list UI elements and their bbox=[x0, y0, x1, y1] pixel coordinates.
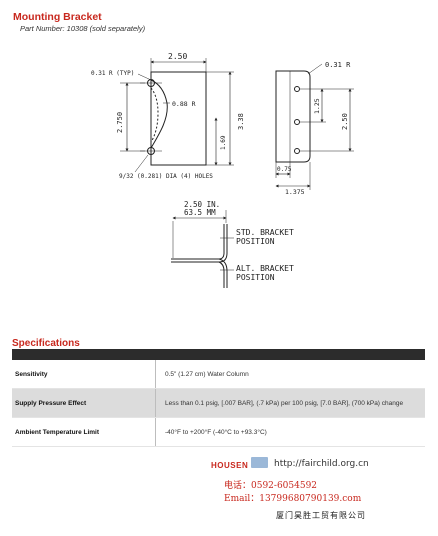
spec-row-ambient-temperature: Ambient Temperature Limit -40°F to +200°… bbox=[12, 418, 425, 447]
footer-phone: 电话：0592-6054592 bbox=[224, 481, 318, 491]
alt-position-line2: POSITION bbox=[236, 273, 275, 282]
right-hole-1 bbox=[294, 86, 300, 92]
alt-bracket-profile bbox=[218, 258, 228, 288]
label-holes: 9/32 (0.281) DIA (4) HOLES bbox=[119, 173, 213, 180]
dim-depth: 1.375 bbox=[285, 188, 305, 196]
spec-value: 0.5" (1.27 cm) Water Column bbox=[165, 370, 249, 378]
dim-right-height: 3.38 bbox=[237, 113, 245, 130]
bracket-drawing: 2.50 0.31 R (TYP) 0.88 R 2.750 3.38 1.69… bbox=[91, 52, 354, 288]
std-bracket-profile bbox=[171, 224, 228, 263]
std-position-line1: STD. BRACKET bbox=[236, 228, 294, 237]
dim-left-height: 2.750 bbox=[116, 112, 124, 133]
label-right-corner-radius: 0.31 R bbox=[325, 61, 351, 69]
dim-hole-spacing: 2.50 bbox=[341, 113, 349, 130]
alt-position-line1: ALT. BRACKET bbox=[236, 264, 294, 273]
specifications-table: Sensitivity 0.5" (1.27 cm) Water Column … bbox=[12, 360, 425, 447]
dim-flange: 0.75 bbox=[277, 166, 292, 173]
dim-left-top-width: 2.50 bbox=[168, 52, 187, 61]
page-title: Mounting Bracket bbox=[13, 11, 102, 23]
footer-url-link[interactable]: http://fairchild.org.cn bbox=[274, 459, 369, 469]
spec-row-supply-pressure: Supply Pressure Effect Less than 0.1 psi… bbox=[12, 389, 425, 418]
right-hole-3 bbox=[294, 148, 300, 154]
label-left-corner-radius: 0.31 R (TYP) bbox=[91, 70, 134, 77]
std-position-line2: POSITION bbox=[236, 237, 275, 246]
spec-value: -40°F to +200°F (-40°C to +93.3°C) bbox=[165, 428, 267, 436]
right-hole-2 bbox=[294, 119, 300, 125]
spec-label: Supply Pressure Effect bbox=[12, 389, 156, 417]
slot-cutout bbox=[150, 79, 168, 149]
left-view bbox=[120, 58, 234, 173]
footer-company: 厦门昊胜工贸有限公司 bbox=[276, 511, 366, 520]
slot-inner bbox=[150, 87, 159, 143]
right-view bbox=[275, 63, 354, 190]
dim-inner-height: 1.69 bbox=[220, 135, 227, 150]
label-slot-radius: 0.88 R bbox=[172, 100, 196, 108]
right-bracket-outline bbox=[275, 70, 311, 163]
dim-inches: 2.50 IN. bbox=[184, 200, 220, 209]
spec-label: Sensitivity bbox=[12, 360, 156, 388]
spec-value: Less than 0.1 psig, [.007 BAR], (.7 kPa)… bbox=[165, 399, 404, 407]
dim-hole-spacing-top: 1.25 bbox=[313, 98, 321, 114]
part-number: Part Number: 10308 (sold separately) bbox=[20, 24, 146, 33]
bottom-view bbox=[171, 210, 234, 288]
footer: HOUSEN http://fairchild.org.cn 电话：0592-6… bbox=[0, 452, 438, 536]
spec-row-sensitivity: Sensitivity 0.5" (1.27 cm) Water Column bbox=[12, 360, 425, 389]
specifications-header-bar bbox=[12, 349, 425, 360]
footer-email[interactable]: Email：13799680790139.com bbox=[224, 494, 362, 504]
spec-label: Ambient Temperature Limit bbox=[12, 418, 156, 446]
dim-mm: 63.5 MM bbox=[184, 208, 216, 217]
brand-logo: HOUSEN bbox=[211, 461, 249, 470]
brand-badge-icon bbox=[251, 457, 268, 468]
specifications-title: Specifications bbox=[12, 338, 80, 349]
